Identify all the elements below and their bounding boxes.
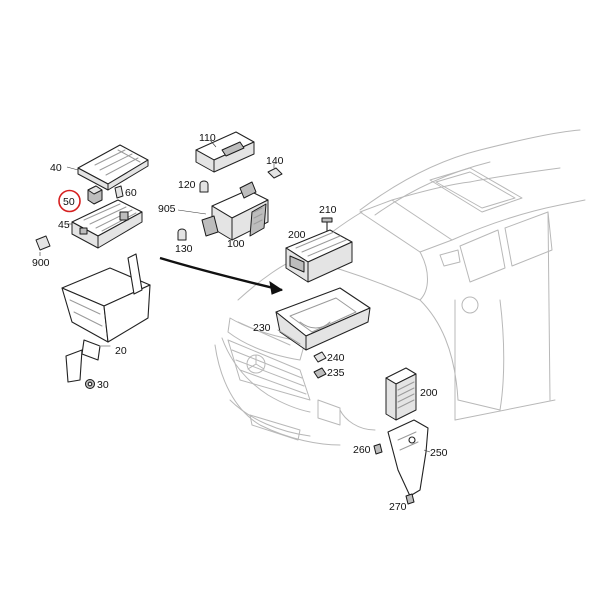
label-130: 130 bbox=[175, 243, 193, 255]
label-110: 110 bbox=[199, 132, 216, 144]
part-230-tray bbox=[275, 287, 371, 351]
part-20-housing bbox=[61, 253, 151, 383]
pointer-arrow bbox=[159, 256, 284, 295]
label-250: 250 bbox=[430, 447, 448, 459]
label-900: 900 bbox=[32, 257, 50, 269]
label-100: 100 bbox=[227, 238, 245, 250]
label-140: 140 bbox=[266, 155, 284, 167]
label-260: 260 bbox=[353, 444, 371, 456]
label-905: 905 bbox=[158, 203, 176, 215]
vehicle-outline bbox=[214, 129, 586, 446]
label-270: 270 bbox=[389, 501, 407, 513]
label-200-bottom: 200 bbox=[420, 387, 438, 399]
part-270-screw bbox=[405, 493, 415, 505]
label-40: 40 bbox=[50, 162, 62, 174]
part-110-module bbox=[195, 131, 255, 173]
label-240: 240 bbox=[327, 352, 345, 364]
part-30-nut bbox=[85, 379, 95, 389]
part-120-sleeve bbox=[199, 180, 209, 193]
label-20: 20 bbox=[115, 345, 127, 357]
part-200-ecu-bottom bbox=[385, 367, 417, 421]
label-30: 30 bbox=[97, 379, 109, 391]
part-50-relay bbox=[87, 185, 103, 205]
part-40-fusebox-cover bbox=[66, 144, 149, 191]
part-140-clip bbox=[267, 162, 283, 179]
label-210: 210 bbox=[319, 204, 337, 216]
part-200-ecu-top bbox=[285, 229, 353, 283]
label-45: 45 bbox=[58, 219, 70, 231]
label-200-top: 200 bbox=[288, 229, 306, 241]
label-235: 235 bbox=[327, 367, 345, 379]
highlight-ring bbox=[58, 189, 81, 213]
part-240-clip bbox=[313, 351, 327, 363]
part-60-clip bbox=[114, 185, 124, 199]
label-50: 50 bbox=[63, 196, 75, 208]
part-45-fusebox bbox=[67, 199, 143, 249]
label-230: 230 bbox=[253, 322, 271, 334]
label-60: 60 bbox=[125, 187, 137, 199]
part-260-screw bbox=[373, 443, 383, 455]
part-250-bracket bbox=[387, 419, 431, 497]
label-120: 120 bbox=[178, 179, 196, 191]
part-235-nut bbox=[313, 367, 327, 379]
part-900-bracket bbox=[35, 235, 51, 256]
part-130-sleeve bbox=[177, 228, 187, 241]
part-100-control-unit bbox=[177, 181, 269, 241]
